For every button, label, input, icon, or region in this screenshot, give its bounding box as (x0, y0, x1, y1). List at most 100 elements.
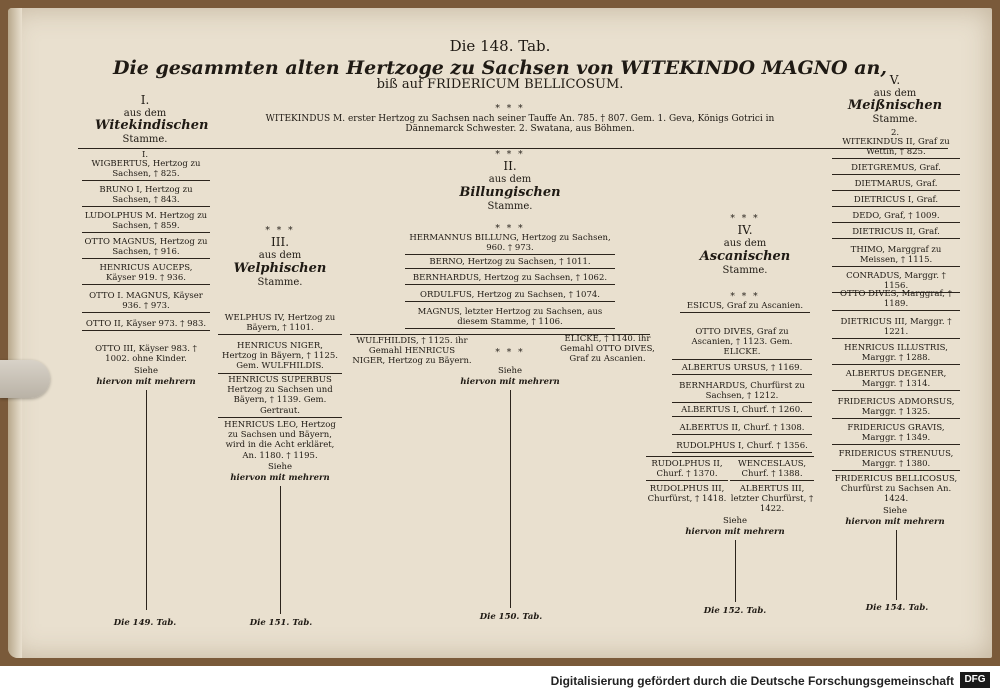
stem-number: V. (889, 73, 901, 87)
stem-number: II. (503, 159, 517, 174)
see-more-label: hiervon mit mehrern (845, 517, 945, 527)
lineage-entry: DIETRICUS II, Graf. (832, 226, 960, 240)
lineage-entry: ORDULFUS, Hertzog zu Sachsen, † 1074. (405, 289, 615, 303)
see-label: Siehe (133, 366, 159, 376)
stem-name: Welphischen (233, 260, 327, 276)
lineage-entry: ALBERTUS I, Churf. † 1260. (672, 404, 812, 418)
stem-number: III. (270, 235, 290, 250)
lineage-entry: DIETRICUS III, Marggr. † 1221. (832, 316, 960, 340)
stem-heading-2: * * * II. aus dem Billungischen Stamme. (450, 150, 570, 212)
lineage-entry: BERNO, Hertzog zu Sachsen, † 1011. (405, 256, 615, 270)
lineage-entry: BERNHARDUS, Churfürst zu Sachsen, † 1212… (672, 380, 812, 404)
page-subtitle: biß auf FRIDERICUM BELLICOSUM. (376, 77, 624, 92)
stem-name: Billungischen (459, 184, 561, 200)
lineage-entry: ALBERTUS III, letzter Churfürst, † 1422. (730, 484, 814, 515)
see-more-label: hiervon mit mehrern (685, 527, 785, 537)
page-title: Die gesammten alten Hertzoge zu Sachsen … (113, 57, 887, 79)
lineage-entry: CONRADUS, Marggr. † 1156. (832, 270, 960, 294)
lineage-entry: HENRICUS SUPERBUS Hertzog zu Sachsen und… (218, 374, 342, 418)
lineage-entry: HERMANNUS BILLUNG, Hertzog zu Sachsen, 9… (405, 232, 615, 256)
daughter-entry-left: WULFHILDIS, † 1125. ihr Gemahl HENRICUS … (352, 336, 472, 367)
lineage-entry: ALBERTUS URSUS, † 1169. (672, 362, 812, 376)
stem-post: Stamme. (257, 276, 303, 288)
daughter-entry-right: ELICKE, † 1140. ihr Gemahl OTTO DIVES, G… (560, 334, 655, 365)
descent-line (280, 486, 281, 614)
lineage-entry: FRIDERICUS ADMORSUS, Marggr. † 1325. (832, 396, 960, 420)
stem-pre: aus dem (723, 238, 767, 250)
lineage-entry: LUDOLPHUS M. Hertzog zu Sachsen, † 859. (82, 210, 210, 234)
stem-heading-5: V. aus dem Meißnischen Stamme. (845, 73, 945, 126)
lineage-entry: FRIDERICUS STRENUUS, Marggr. † 1380. (832, 448, 960, 472)
lineage-entry: WELPHUS IV, Hertzog zu Bäyern, † 1101. (218, 312, 342, 336)
lineage-entry: WIGBERTUS, Hertzog zu Sachsen, † 825. (82, 158, 210, 182)
table-reference: Die 152. Tab. (703, 606, 767, 616)
stem-name: Ascanischen (699, 248, 791, 264)
lineage-entry: FRIDERICUS BELLICOSUS, Churfürst zu Sach… (834, 474, 958, 505)
stem-name: Meißnischen (847, 98, 943, 114)
progenitor-entry: WITEKINDUS M. erster Hertzog zu Sachsen … (265, 114, 775, 135)
table-reference: Die 150. Tab. (479, 612, 543, 622)
lineage-entry: ESICUS, Graf zu Ascanien. (680, 300, 810, 314)
lineage-entry: HENRICUS LEO, Hertzog zu Sachsen und Bäy… (224, 420, 336, 461)
lineage-entry: DEDO, Graf, † 1009. (832, 210, 960, 224)
table-number: Die 148. Tab. (449, 37, 551, 55)
table-reference: Die 149. Tab. (113, 618, 177, 628)
stem-heading-4: * * * IV. aus dem Ascanischen Stamme. (690, 214, 800, 276)
lineage-entry: OTTO I. MAGNUS, Käyser 936. † 973. (82, 290, 210, 314)
funding-notice: Digitalisierung gefördert durch die Deut… (550, 674, 954, 688)
lineage-entry: WENCESLAUS, Churf. † 1388. (730, 458, 814, 482)
stem-pre: aus dem (873, 87, 917, 99)
lineage-line (78, 148, 948, 149)
see-label: Siehe (497, 366, 523, 376)
lineage-entry: OTTO DIVES, Marggraf, † 1189. (832, 288, 960, 312)
stem-number: I. (140, 93, 150, 107)
note-mark: 2. (890, 128, 900, 138)
lineage-entry: DIETGREMUS, Graf. (832, 162, 960, 176)
descent-line (735, 540, 736, 602)
progenitor-stars: * * * (495, 104, 525, 114)
lineage-entry: OTTO MAGNUS, Hertzog zu Sachsen, † 916. (82, 236, 210, 260)
stem-pre: aus dem (123, 107, 167, 119)
lineage-entry: RUDOLPHUS III, Churfürst, † 1418. (647, 484, 727, 505)
lineage-entry: RUDOLPHUS I, Churf. † 1356. (672, 440, 812, 454)
lineage-entry: BERNHARDUS, Hertzog zu Sachsen, † 1062. (405, 272, 615, 286)
lineage-entry: THIMO, Marggraf zu Meissen, † 1115. (832, 244, 960, 268)
stem-pre: aus dem (258, 250, 302, 262)
page-tab-clip (0, 360, 50, 398)
stem-post: Stamme. (872, 114, 918, 126)
stars-mark: * * * (495, 224, 525, 234)
descent-line (896, 530, 897, 600)
stem-heading-1: I. aus dem Witekindischen Stamme. (95, 93, 209, 146)
lineage-entry: OTTO III, Käyser 983. † 1002. ohne Kinde… (95, 344, 197, 365)
footer-bar: Digitalisierung gefördert durch die Deut… (0, 666, 1000, 695)
lineage-entry: HENRICUS ILLUSTRIS, Marggr. † 1288. (832, 342, 960, 366)
lineage-entry: ALBERTUS II, Churf. † 1308. (672, 422, 812, 436)
branch-line (646, 456, 814, 457)
lineage-entry: WITEKINDUS II, Graf zu Wettin, † 825. (832, 136, 960, 160)
see-label: Siehe (267, 462, 293, 472)
stem-name: Witekindischen (95, 118, 209, 134)
lineage-entry: RUDOLPHUS II, Churf. † 1370. (646, 458, 728, 482)
note-mark: I. (141, 150, 149, 160)
see-more-label: hiervon mit mehrern (460, 377, 560, 387)
page-gutter (8, 8, 22, 658)
descent-line (146, 390, 147, 610)
see-more-label: hiervon mit mehrern (230, 473, 330, 483)
stem-number: IV. (737, 223, 753, 238)
lineage-entry: OTTO II, Käyser 973. † 983. (82, 318, 210, 332)
see-label: Siehe (722, 516, 748, 526)
lineage-entry: ALBERTUS DEGENER, Marggr. † 1314. (832, 368, 960, 392)
lineage-entry: BRUNO I, Hertzog zu Sachsen, † 843. (82, 184, 210, 208)
lineage-entry: OTTO DIVES, Graf zu Ascanien, † 1123. Ge… (672, 326, 812, 360)
lineage-entry: DIETRICUS I, Graf. (832, 194, 960, 208)
lineage-entry: FRIDERICUS GRAVIS, Marggr. † 1349. (832, 422, 960, 446)
lineage-entry: DIETMARUS, Graf. (832, 178, 960, 192)
book-page (8, 8, 992, 658)
lineage-entry: HENRICUS NIGER, Hertzog in Bäyern, † 112… (218, 340, 342, 374)
stem-post: Stamme. (487, 200, 533, 212)
see-more-label: hiervon mit mehrern (96, 377, 196, 387)
stem-post: Stamme. (722, 264, 768, 276)
table-reference: Die 154. Tab. (865, 603, 929, 613)
marriage-line (350, 334, 650, 335)
stars-mark: * * * (495, 348, 525, 358)
